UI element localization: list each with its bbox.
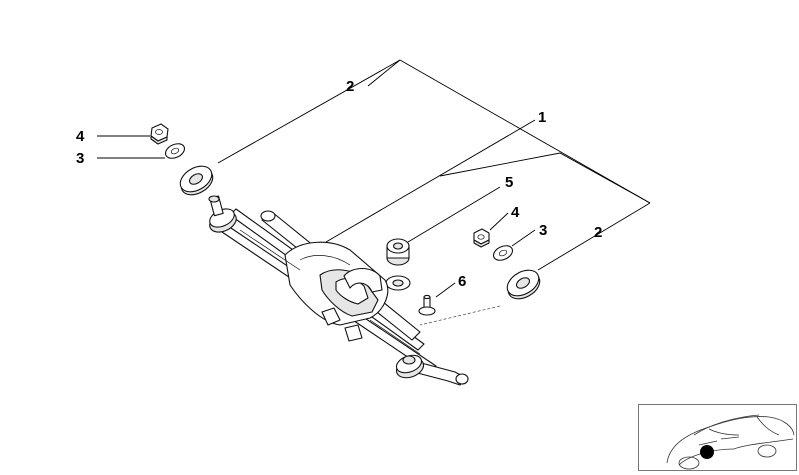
car-location-icon (666, 414, 795, 470)
left-pivot (208, 195, 237, 233)
location-marker (700, 445, 714, 459)
callout-1: 1 (538, 109, 546, 126)
leader-2-top (367, 59, 401, 87)
callout-2-right: 2 (594, 224, 602, 241)
mount-bracket (343, 267, 383, 293)
leader-lines (97, 59, 651, 326)
leader-6-dash (419, 305, 501, 326)
washer-left (164, 143, 186, 159)
leader-2-right (537, 202, 651, 271)
callout-2-top: 2 (346, 78, 354, 95)
bushing-5 (385, 238, 411, 291)
leader-4-right (489, 212, 509, 231)
callout-4-right: 4 (511, 204, 520, 221)
left-hardware (150, 123, 214, 196)
bracket-tab (321, 307, 341, 326)
callout-3-left: 3 (76, 150, 84, 167)
crank-pivot (455, 373, 469, 385)
leader-2-top-to-right-washer (399, 59, 651, 204)
leader-5 (407, 186, 501, 243)
car-location-thumbnail (638, 404, 797, 471)
leader-1 (325, 119, 536, 243)
right-pivot (395, 354, 425, 379)
washer-right (492, 245, 514, 261)
callout-6: 6 (458, 273, 466, 290)
leader-6 (435, 282, 456, 298)
leader-2-top-to-left-washer (217, 59, 401, 164)
hex-nut-right (473, 228, 490, 248)
callout-5: 5 (505, 174, 513, 191)
right-hardware (385, 228, 541, 316)
callout-4-left: 4 (76, 128, 85, 145)
callout-3-right: 3 (539, 222, 547, 239)
hex-nut-left (150, 123, 169, 145)
grommet-right (506, 269, 541, 300)
leader-5-bracket (439, 152, 651, 204)
leader-3-right (511, 229, 536, 247)
wiper-linkage-assembly (208, 195, 469, 386)
callout-labels: 2 1 4 3 5 4 3 2 6 (76, 78, 602, 290)
bolt-6 (418, 294, 436, 316)
grommet-left (179, 165, 214, 196)
frame-end (260, 210, 276, 222)
